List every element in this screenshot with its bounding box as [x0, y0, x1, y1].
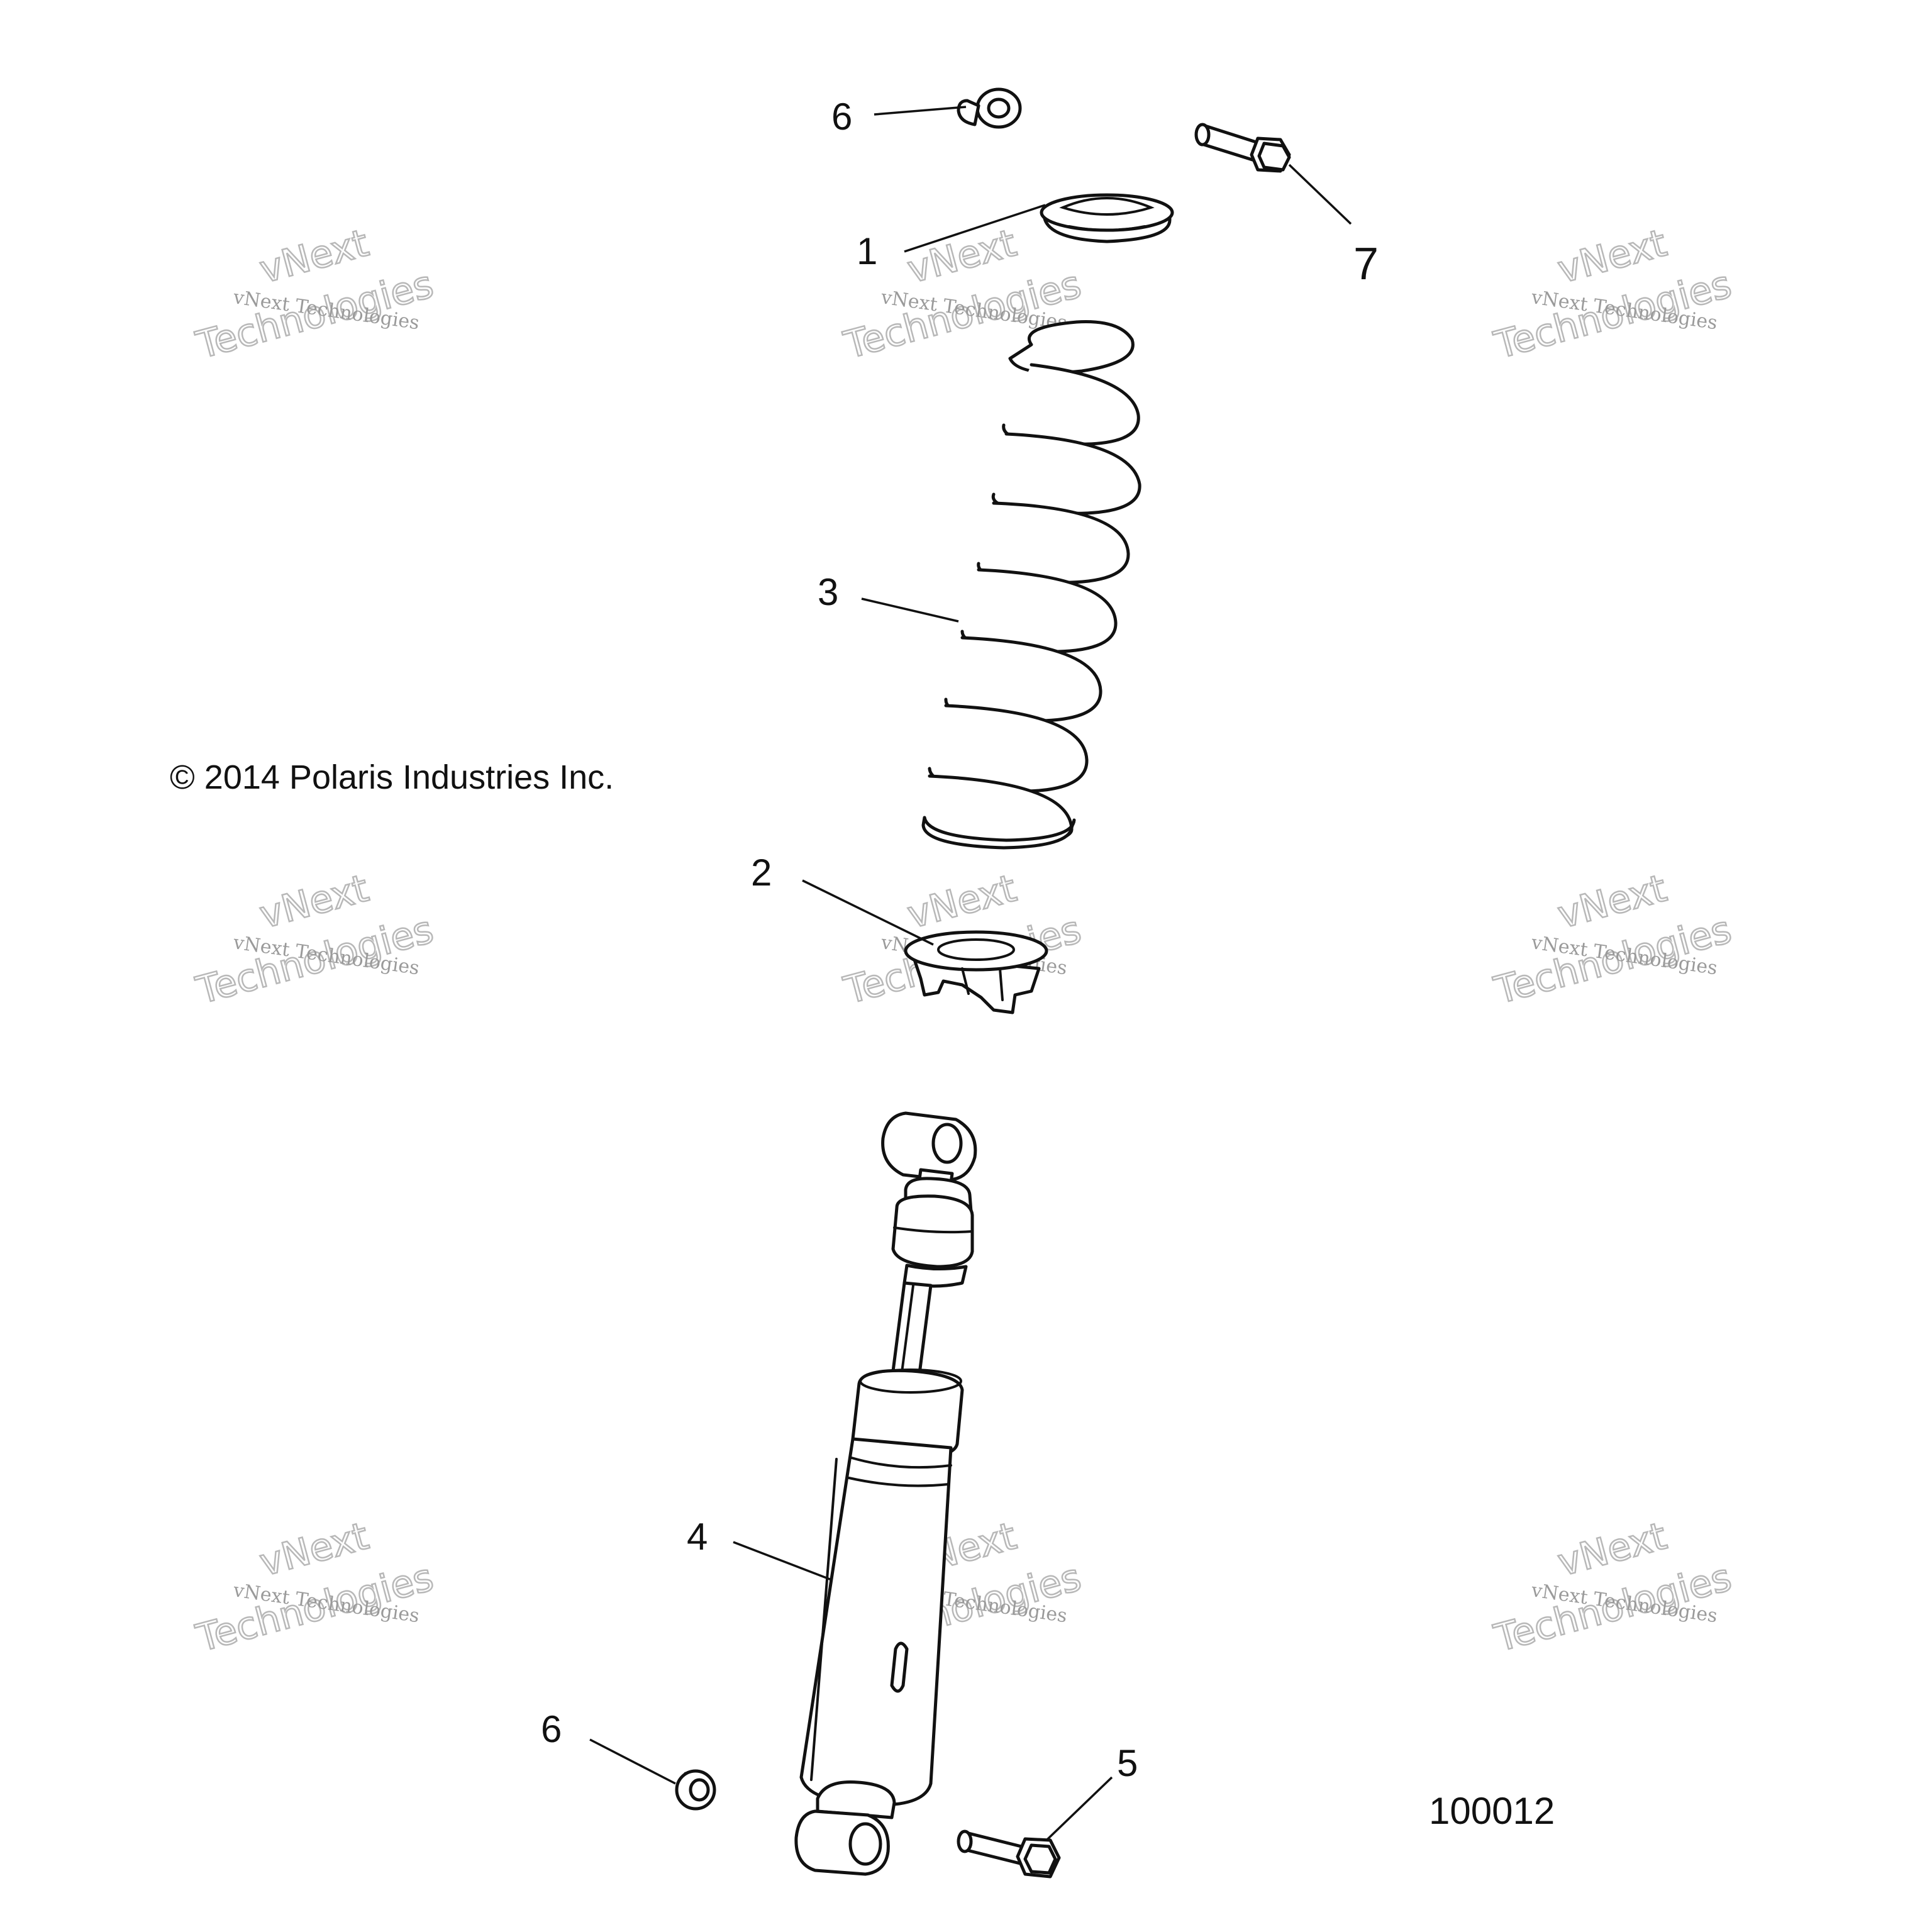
leader-6-top	[874, 106, 967, 116]
callout-6-bottom: 6	[541, 1708, 562, 1750]
callout-1: 1	[857, 230, 877, 272]
copyright-text: © 2014 Polaris Industries Inc.	[170, 758, 614, 796]
callout-5: 5	[1117, 1742, 1138, 1784]
leader-4	[733, 1541, 832, 1581]
leader-2	[802, 879, 934, 946]
figure-number: 100012	[1429, 1790, 1555, 1832]
leader-3	[861, 597, 959, 623]
shock-absorber-icon	[794, 1111, 977, 1876]
bushing-bottom-icon	[675, 1769, 716, 1811]
bushing-top-icon	[957, 87, 1022, 129]
coil-spring-icon	[921, 320, 1141, 850]
callout-2: 2	[751, 852, 772, 894]
callout-3: 3	[818, 571, 838, 613]
leader-5	[1045, 1776, 1113, 1841]
bolt-bottom-icon	[957, 1829, 1061, 1879]
spring-upper-retainer-icon	[1040, 193, 1174, 243]
callout-7: 7	[1353, 239, 1379, 289]
spring-lower-retainer-icon	[904, 930, 1048, 1014]
callout-4: 4	[687, 1516, 708, 1558]
leader-6-bottom	[589, 1738, 676, 1785]
leader-7	[1288, 164, 1352, 225]
bolt-top-icon	[1194, 123, 1291, 173]
leader-1	[904, 204, 1046, 253]
callout-6-top: 6	[831, 96, 852, 138]
